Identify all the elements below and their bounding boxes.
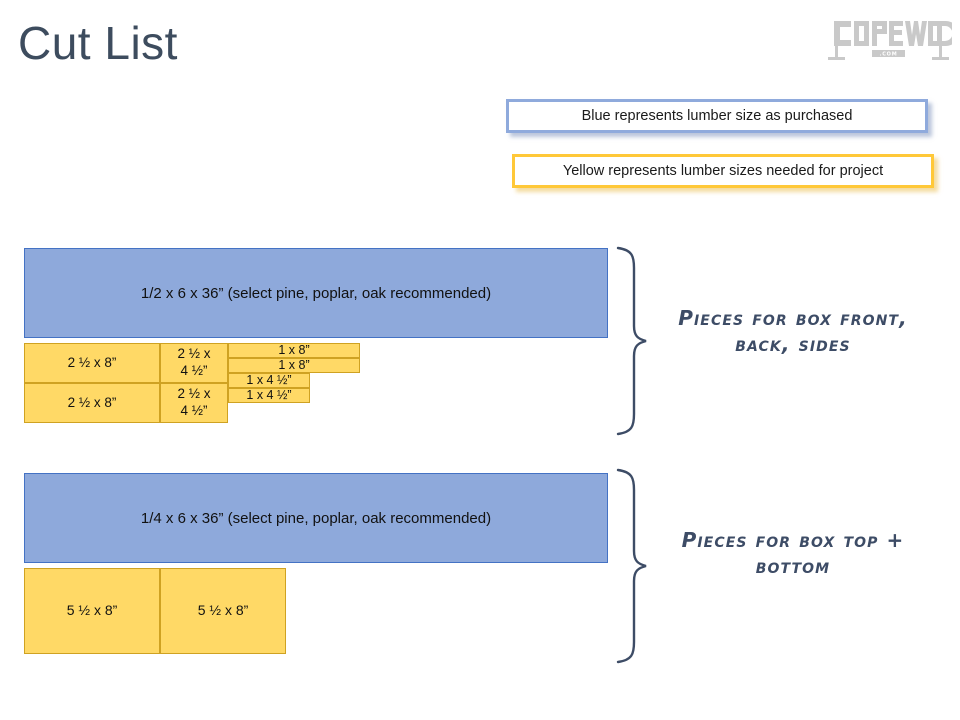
brace-section-2 bbox=[612, 468, 658, 664]
legend-yellow-text: Yellow represents lumber sizes needed fo… bbox=[562, 162, 884, 179]
cut-piece: 2 ½ x 8” bbox=[24, 383, 160, 423]
legend-blue-text: Blue represents lumber size as purchased bbox=[581, 107, 853, 124]
legend-yellow: Yellow represents lumber sizes needed fo… bbox=[512, 154, 934, 188]
lumber-board-quarter-inch: 1/4 x 6 x 36” (select pine, poplar, oak … bbox=[24, 473, 608, 563]
cut-piece: 1 x 4 ½” bbox=[228, 373, 310, 388]
section-caption-1: Pieces for box front, back, sides bbox=[678, 306, 908, 357]
brace-section-1 bbox=[612, 246, 658, 436]
board-label: 1/4 x 6 x 36” (select pine, poplar, oak … bbox=[140, 509, 492, 527]
legend-blue: Blue represents lumber size as purchased bbox=[506, 99, 928, 133]
lumber-board-half-inch: 1/2 x 6 x 36” (select pine, poplar, oak … bbox=[24, 248, 608, 338]
cut-piece: 2 ½ x 4 ½” bbox=[160, 343, 228, 383]
page-title: Cut List bbox=[18, 17, 178, 69]
board-label: 1/2 x 6 x 36” (select pine, poplar, oak … bbox=[140, 284, 492, 302]
logo-subtext: .COM bbox=[880, 52, 898, 58]
cut-piece: 5 ½ x 8” bbox=[160, 568, 286, 654]
cut-piece: 5 ½ x 8” bbox=[24, 568, 160, 654]
cut-piece: 1 x 8” bbox=[228, 343, 360, 358]
cut-piece: 2 ½ x 4 ½” bbox=[160, 383, 228, 423]
section-caption-2: Pieces for box top + bottom bbox=[681, 528, 905, 579]
cut-piece: 1 x 4 ½” bbox=[228, 388, 310, 403]
cut-piece: 1 x 8” bbox=[228, 358, 360, 373]
copewood-logo: .COM bbox=[820, 8, 952, 66]
cut-piece: 2 ½ x 8” bbox=[24, 343, 160, 383]
